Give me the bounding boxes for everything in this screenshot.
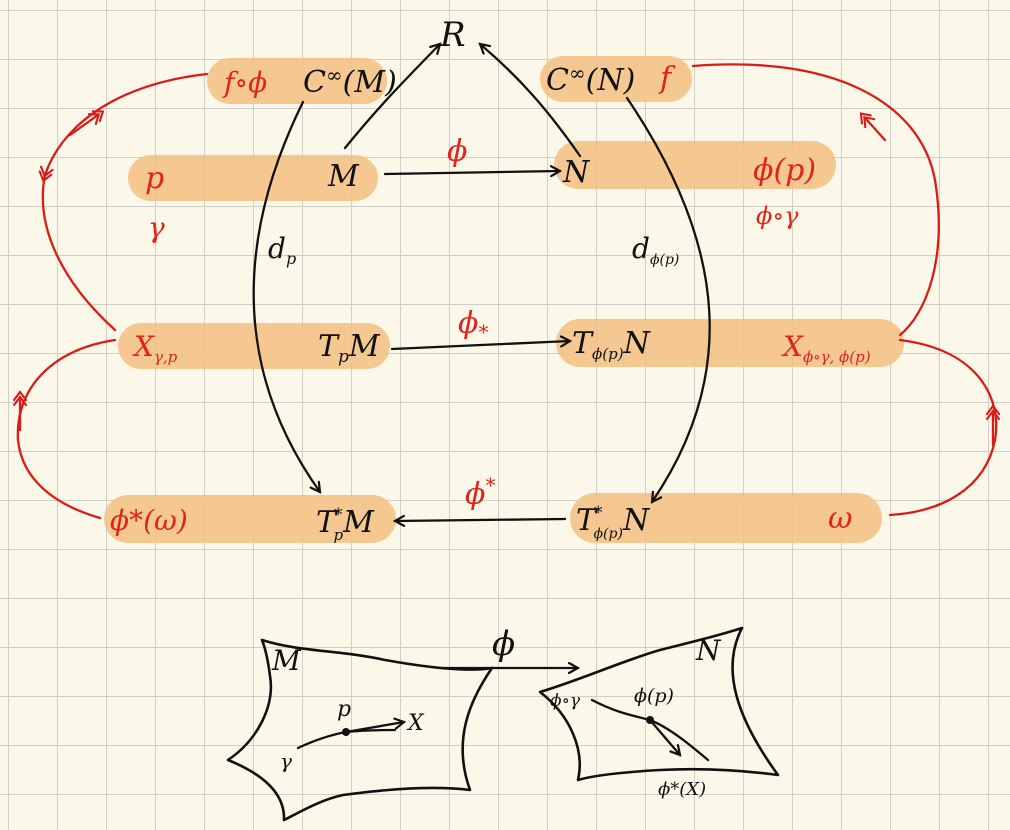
- label-phi-star-omega: ϕ*(ω): [110, 504, 188, 537]
- node-manifold-n: N: [562, 155, 591, 190]
- band-c-inf-m: [207, 58, 387, 104]
- arrow-pushforward: [390, 341, 570, 351]
- label-x-gamma-p: Xγ,p: [132, 330, 178, 366]
- sketch-vector-pushforward: [648, 718, 680, 755]
- sketch-label-phi: ϕ: [492, 624, 515, 664]
- loop-right-lower: [888, 338, 998, 517]
- sketch-label-phi-gamma: ϕ∘γ: [550, 691, 581, 711]
- sketch-label-phi-p: ϕ(p): [634, 685, 674, 707]
- loop-right-outer-arrow: [865, 118, 887, 142]
- loop-left-lower: [16, 338, 117, 520]
- node-cotangent-m: T*pM: [316, 505, 375, 544]
- loop-left-outer-arrow: [68, 115, 98, 137]
- sketch-label-pushforward-x: ϕ*(X): [658, 779, 706, 800]
- band-cotangent-n-row: [570, 493, 882, 543]
- band-tangent-m-row: [118, 323, 390, 369]
- arrow-cinfn-to-r: [480, 44, 582, 158]
- label-d-p-full: dp: [268, 232, 296, 268]
- sketch-label-p: p: [337, 697, 351, 722]
- band-tangent-n-row: [556, 319, 904, 367]
- node-c-inf-n: C∞(N): [546, 61, 635, 98]
- label-pullback: ϕ*: [465, 473, 495, 512]
- label-p: p: [145, 161, 164, 196]
- arrow-d-p: [252, 100, 320, 492]
- label-gamma: γ: [148, 211, 165, 244]
- node-c-inf-m: C∞(M): [303, 63, 397, 100]
- arrow-pullback: [395, 519, 567, 521]
- node-manifold-m: M: [327, 159, 360, 194]
- arrow-phi-m-to-n: [383, 171, 560, 174]
- label-x-phigamma: Xϕ∘γ, ϕ(p): [781, 330, 871, 366]
- sketch-point-phi-p: [646, 716, 654, 724]
- label-omega: ω: [828, 501, 852, 536]
- loop-right-outer: [691, 63, 940, 337]
- sketch-curve-phigamma: [590, 698, 710, 762]
- arrow-d-phip: [625, 96, 711, 502]
- label-phi-gamma: ϕ∘γ: [756, 202, 799, 230]
- sketch-label-n: N: [695, 634, 722, 667]
- band-cotangent-m-row: [104, 495, 396, 543]
- node-tangent-m: TpM: [318, 329, 381, 367]
- loop-left-outer: [43, 72, 209, 332]
- label-pushforward: ϕ*: [458, 306, 488, 344]
- band-n-row: [554, 141, 836, 189]
- band-m-row: [128, 155, 378, 201]
- sketch-label-x: X: [406, 711, 425, 736]
- sketch-point-p: [342, 728, 350, 736]
- band-c-inf-n: [540, 56, 692, 102]
- arrow-cinfm-to-r: [343, 44, 440, 150]
- sketch-label-gamma: γ: [280, 749, 292, 773]
- label-phi-m-to-n: ϕ: [447, 134, 467, 169]
- label-d-phip: dϕ(p): [632, 232, 679, 268]
- label-f-comp-phi: f∘ϕ: [222, 66, 267, 99]
- node-cotangent-n: T*ϕ(p)N: [576, 503, 651, 542]
- sketch-sheet-m: [226, 638, 494, 822]
- node-reals: R: [439, 15, 466, 55]
- sketch-label-m: M: [271, 644, 302, 677]
- label-phi-p: ϕ(p): [753, 153, 816, 188]
- sketch-sheet-n: [538, 626, 780, 782]
- sketch-vector-x: [344, 722, 404, 734]
- node-tangent-n: Tϕ(p)N: [572, 326, 652, 363]
